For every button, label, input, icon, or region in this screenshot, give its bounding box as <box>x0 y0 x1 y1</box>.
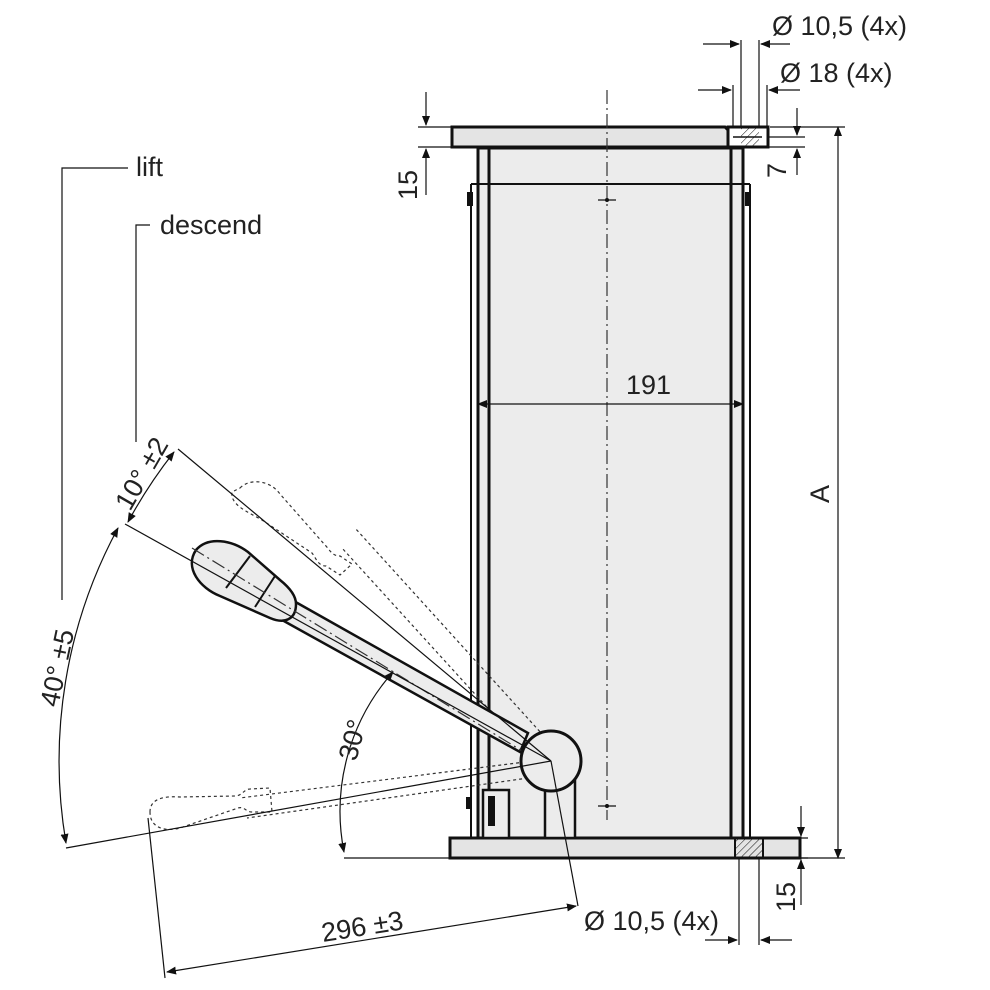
label-hole-bottom: Ø 10,5 (4x) <box>584 906 719 936</box>
label-hole-top-small: Ø 10,5 (4x) <box>772 11 907 41</box>
label-descend: descend <box>160 210 262 240</box>
label-counterbore-depth: 7 <box>762 163 792 178</box>
lever-descend-position <box>231 481 553 761</box>
angle-arc-lift <box>58 527 119 844</box>
label-hole-top-large: Ø 18 (4x) <box>780 58 893 88</box>
top-flange <box>450 125 770 149</box>
bottom-flange-hole-section <box>734 837 764 859</box>
bolt-head-left <box>467 192 473 206</box>
label-lever-length: 296 ±3 <box>319 905 405 948</box>
bolt-head-right <box>745 192 751 206</box>
outer-tube <box>476 146 745 840</box>
label-flange-bottom-thickness: 15 <box>771 882 801 912</box>
label-width: 191 <box>626 370 671 400</box>
lever-handle-grip <box>190 540 298 622</box>
bottom-flange <box>448 836 802 860</box>
label-lift: lift <box>136 152 163 182</box>
angle-ray-lift <box>65 760 552 849</box>
lift-leader <box>61 167 128 600</box>
angle-arc-descend <box>127 451 175 523</box>
descend-leader <box>135 224 150 442</box>
label-height-a: A <box>805 485 835 503</box>
label-angle-descend: 10° ±2 <box>109 432 174 515</box>
angle-arc-base <box>338 671 394 853</box>
dim-lever-length-line <box>166 903 577 975</box>
angle-ray-descend <box>177 448 552 762</box>
label-angle-base: 30° <box>333 716 373 763</box>
label-flange-top-thickness: 15 <box>393 170 423 200</box>
label-angle-lift: 40° ±5 <box>35 627 81 710</box>
angle-ray-main <box>124 523 552 762</box>
